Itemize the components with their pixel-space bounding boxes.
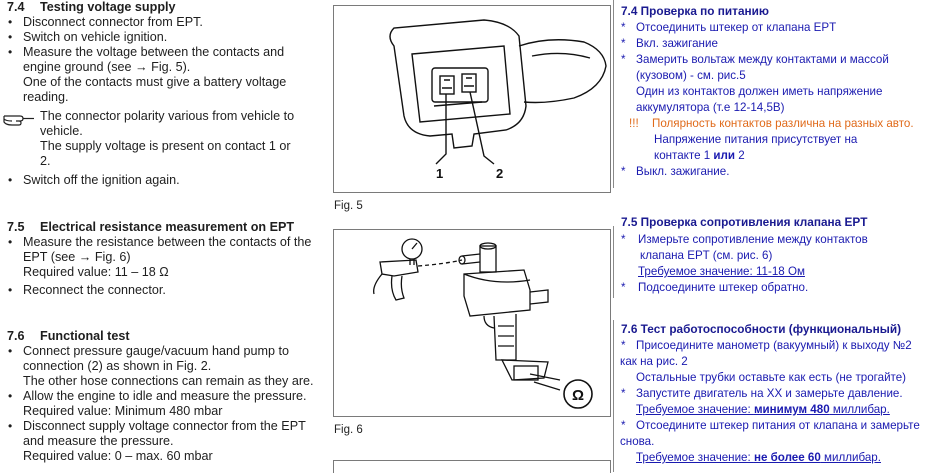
bullet-dot: • <box>8 30 13 44</box>
bullet-star: * <box>621 165 626 178</box>
ru-list-item: Вкл. зажигание <box>636 37 718 50</box>
pointing-hand-icon <box>3 115 34 126</box>
ru-list-item: Замерить вольтаж между контактами и масс… <box>636 53 889 66</box>
section-7-5-number: 7.5 <box>7 220 25 234</box>
list-item: Connect pressure gauge/vacuum hand pump … <box>23 344 290 358</box>
divider-line <box>613 226 614 298</box>
note-text: The connector polarity various from vehi… <box>40 109 295 123</box>
ru-required-value: Требуемое значение: минимум 480 миллибар… <box>636 403 890 416</box>
bullet-dot: • <box>8 45 13 59</box>
ru-list-item: контакте 1 или 2 <box>654 149 745 162</box>
ru-section-7-6-title: 7.6 Тест работоспособности (функциональн… <box>621 322 901 336</box>
list-item: reading. <box>23 90 69 104</box>
bullet-star: * <box>621 37 626 50</box>
list-item: EPT (see → Fig. 6) <box>23 250 131 264</box>
figure-5-caption: Fig. 5 <box>334 200 363 212</box>
bullet-star: * <box>621 419 626 432</box>
note-text: vehicle. <box>40 124 83 138</box>
ru-section-7-4-title: 7.4 Проверка по питанию <box>621 4 769 18</box>
list-item: Required value: 0 – max. 60 mbar <box>23 449 213 463</box>
bullet-dot: • <box>8 283 13 297</box>
ru-list-item: как на рис. 2 <box>620 355 688 368</box>
list-item: Allow the engine to idle and measure the… <box>23 389 307 403</box>
ru-list-item: Напряжение питания присутствует на <box>654 133 858 146</box>
ru-list-item: снова. <box>620 435 655 448</box>
ru-list-item: Присоедините манометр (вакуумный) к выхо… <box>636 339 912 352</box>
bullet-star: * <box>621 53 626 66</box>
ru-section-7-5-title: 7.5 Проверка сопротивления клапана EPT <box>621 215 868 229</box>
divider-line <box>613 0 614 188</box>
ru-list-item: аккумулятора (т.е 12-14,5В) <box>636 101 785 114</box>
list-item: and measure the pressure. <box>23 434 174 448</box>
bullet-dot: • <box>8 235 13 249</box>
ru-list-item: Выкл. зажигание. <box>636 165 730 178</box>
bullet-dot: • <box>8 419 13 433</box>
connector-illustration: 1 2 <box>389 19 607 181</box>
ohm-symbol-icon: Ω <box>572 387 584 404</box>
bullet-dot: • <box>8 15 13 29</box>
ru-list-item: Измерьте сопротивление между контактов <box>638 233 868 246</box>
list-item: The other hose connections can remain as… <box>23 374 314 388</box>
section-7-6-number: 7.6 <box>7 329 25 343</box>
list-item: Reconnect the connector. <box>23 283 166 297</box>
ru-list-item: Отсоединить штекер от клапана EPT <box>636 21 837 34</box>
ru-list-item: Подсоедините штекер обратно. <box>638 281 809 294</box>
ru-list-item: Отсоедините штекер питания от клапана и … <box>636 419 920 432</box>
note-text: The supply voltage is present on contact… <box>40 139 291 153</box>
figure-5-frame: 1 2 <box>333 5 611 193</box>
list-item: Measure the resistance between the conta… <box>23 235 312 249</box>
list-item: One of the contacts must give a battery … <box>23 75 287 89</box>
bullet-dot: • <box>8 173 13 187</box>
list-item: Measure the voltage between the contacts… <box>23 45 285 59</box>
bullet-star: * <box>621 233 626 246</box>
ru-list-item: клапана EPT (см. рис. 6) <box>640 249 773 262</box>
section-7-5-title: Electrical resistance measurement on EPT <box>40 220 295 234</box>
warning-mark: !!! <box>629 117 639 130</box>
ru-required-value: Требуемое значение: 11-18 Ом <box>638 265 805 278</box>
bullet-star: * <box>621 281 626 294</box>
list-item: Required value: 11 – 18 Ω <box>23 265 169 279</box>
contact-label-2: 2 <box>496 166 503 181</box>
list-item: Switch on vehicle ignition. <box>23 30 168 44</box>
bullet-star: * <box>621 21 626 34</box>
figure-6-caption: Fig. 6 <box>334 424 363 436</box>
divider-line <box>613 320 614 472</box>
bullet-star: * <box>621 387 626 400</box>
section-7-6-title: Functional test <box>40 329 130 343</box>
ru-list-item: Остальные трубки оставьте как есть (не т… <box>636 371 907 384</box>
bullet-dot: • <box>8 389 13 403</box>
figure-6-frame: Ω <box>333 229 611 417</box>
list-item: Required value: Minimum 480 mbar <box>23 404 223 418</box>
section-7-4-title: Testing voltage supply <box>40 0 176 14</box>
ru-required-value: Требуемое значение: не более 60 миллибар… <box>636 451 881 464</box>
bullet-star: * <box>621 339 626 352</box>
ru-list-item: (кузовом) - см. рис.5 <box>636 69 746 82</box>
ru-list-item: Один из контактов должен иметь напряжени… <box>636 85 883 98</box>
ru-list-item: Запустите двигатель на ХХ и замерьте дав… <box>636 387 903 400</box>
next-figure-frame <box>333 460 611 473</box>
list-item: Switch off the ignition again. <box>23 173 180 187</box>
list-item: Disconnect connector from EPT. <box>23 15 203 29</box>
list-item: engine ground (see → Fig. 5). <box>23 60 191 74</box>
bullet-dot: • <box>8 344 13 358</box>
valve-illustration: Ω <box>373 238 593 409</box>
contact-label-1: 1 <box>436 166 443 181</box>
ru-warning-text: Полярность контактов различна на разных … <box>652 117 914 130</box>
list-item: connection (2) as shown in Fig. 2. <box>23 359 212 373</box>
section-7-4-number: 7.4 <box>7 0 25 14</box>
list-item: Disconnect supply voltage connector from… <box>23 419 306 433</box>
note-text: 2. <box>40 154 51 168</box>
